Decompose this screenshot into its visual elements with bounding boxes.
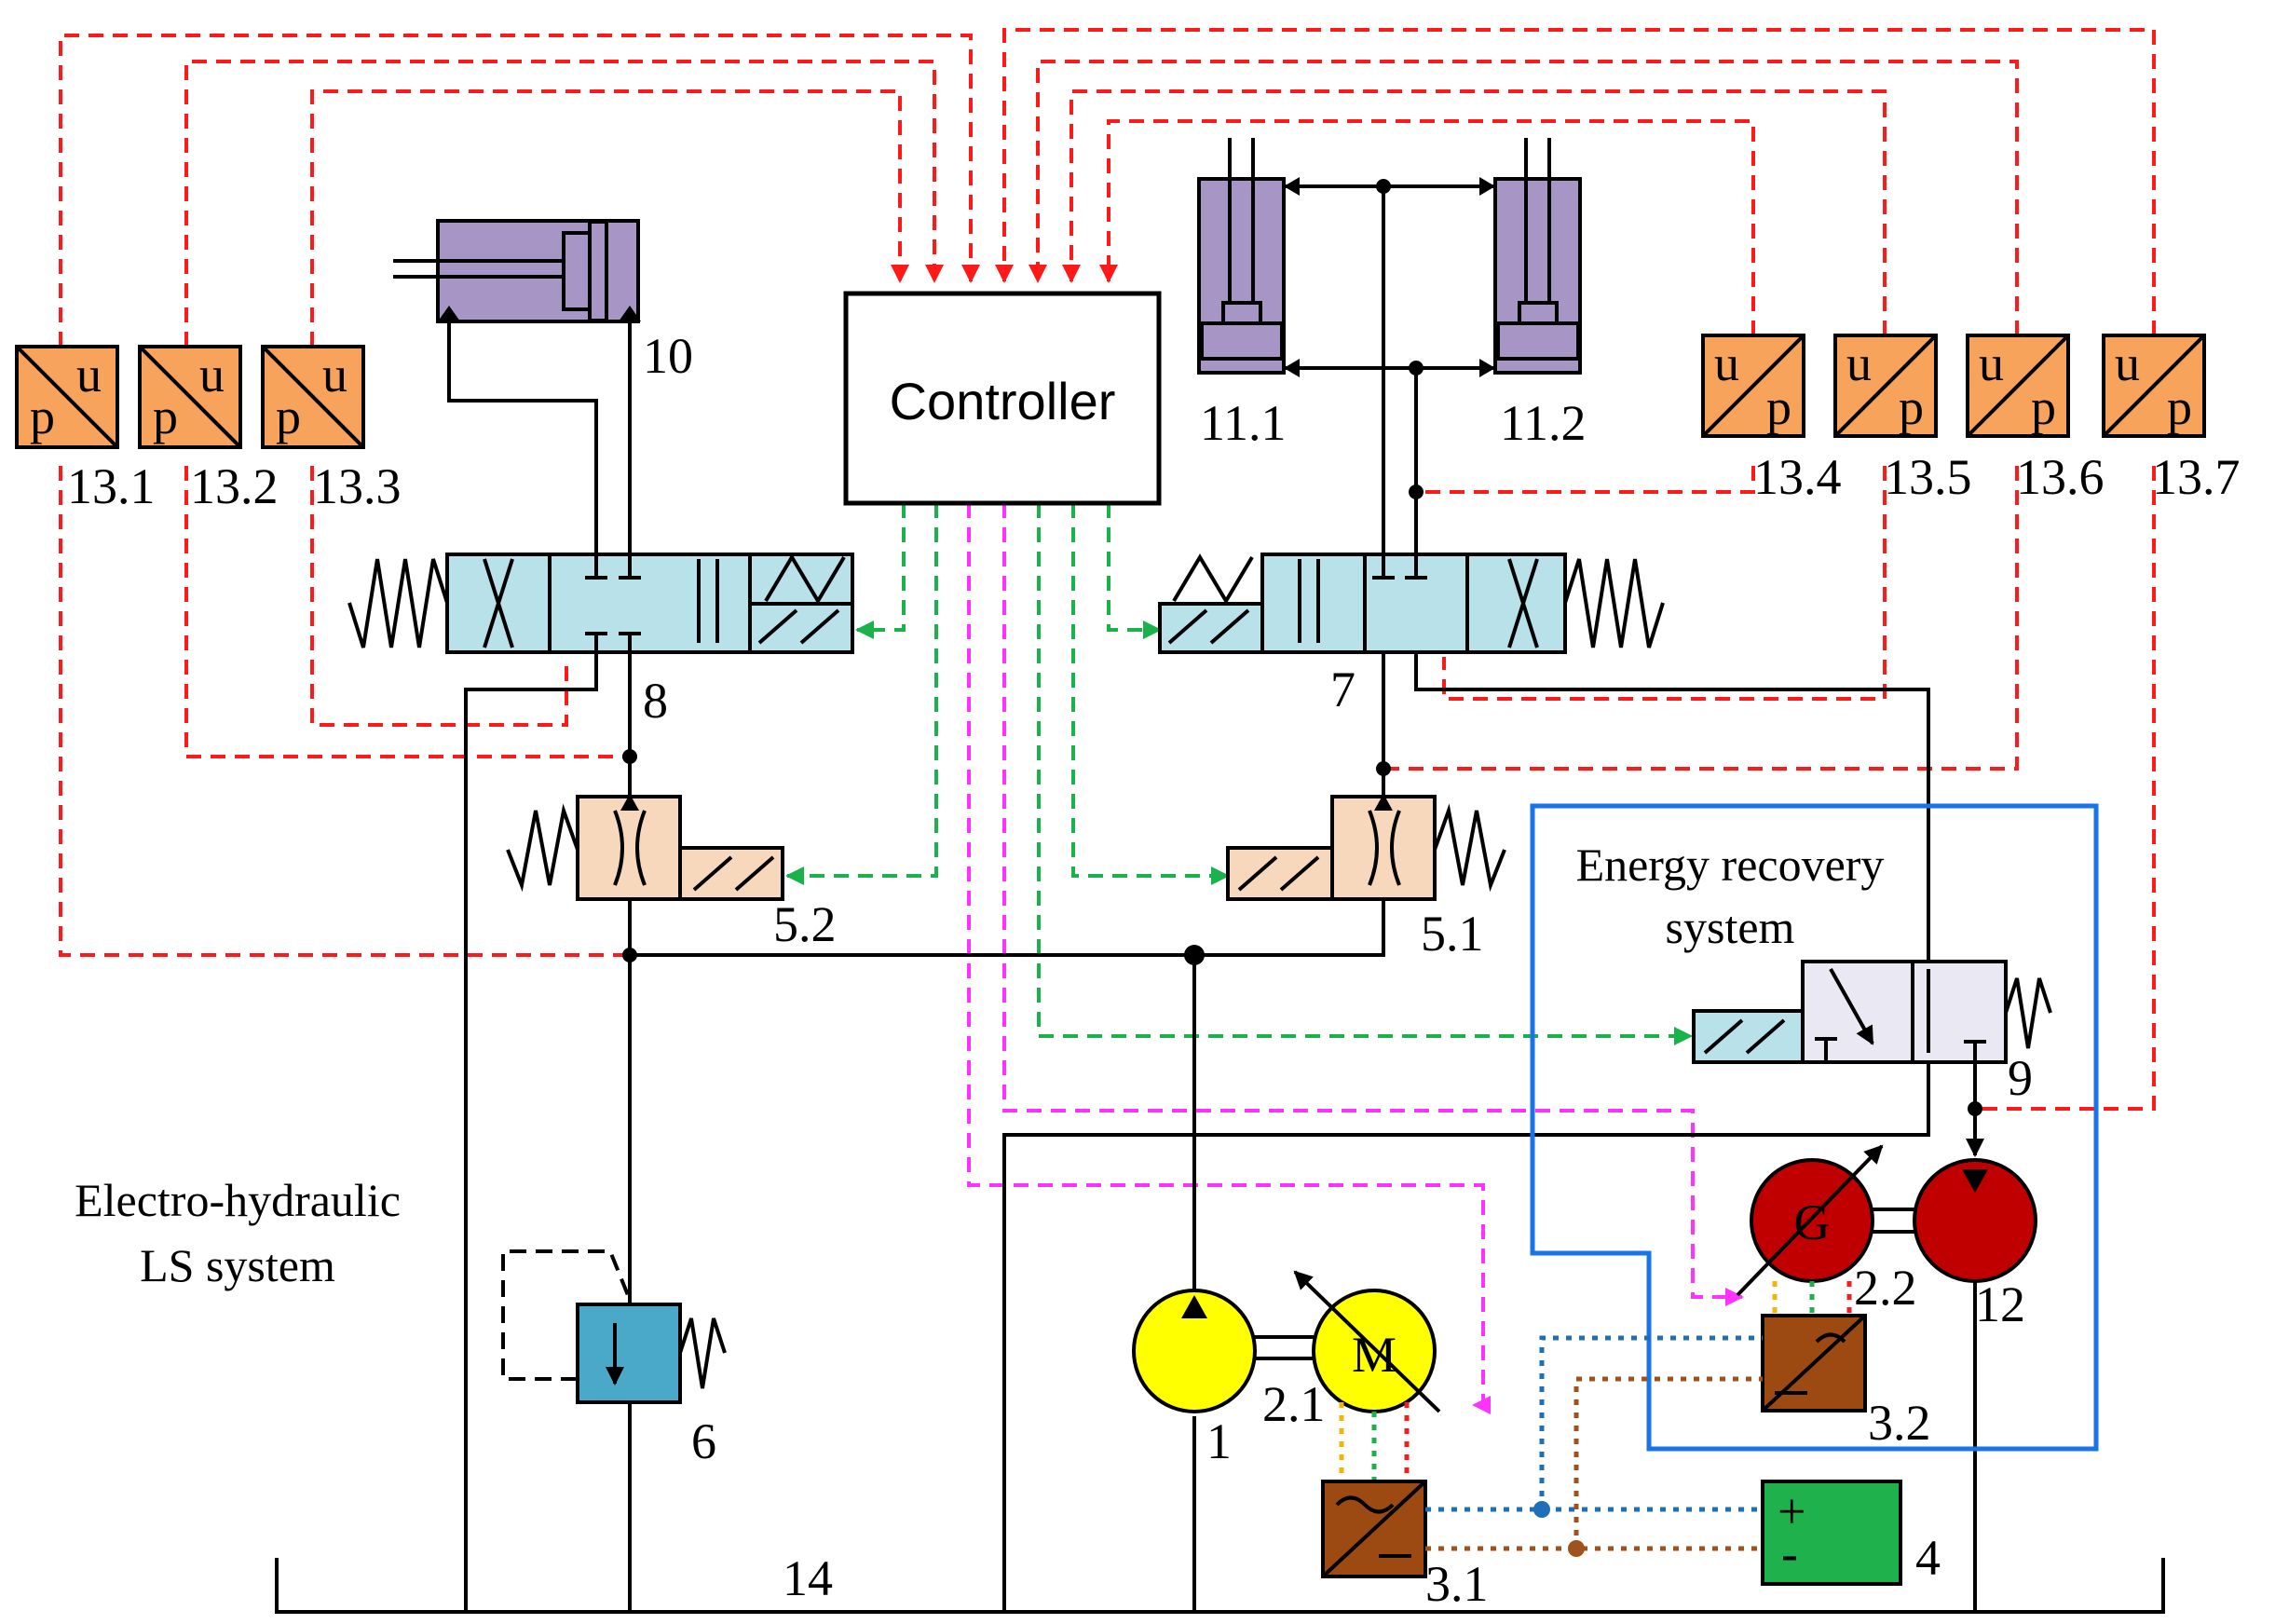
throttle-5-1: 5.1 (1226, 794, 1506, 962)
control-signal-lines (785, 503, 1744, 1414)
energy-label-line1: Energy recovery (1576, 839, 1885, 891)
label-11-1: 11.1 (1200, 395, 1287, 451)
sensor-13-4: u p 13.4 (1701, 334, 1842, 505)
sensors-right: u p 13.4 u p 13.5 u p 13.6 u p 13.7 (1701, 334, 2241, 505)
battery-minus: - (1781, 1525, 1798, 1581)
cylinder-11-1: 11.1 (1197, 138, 1300, 451)
label-13-5: 13.5 (1884, 449, 1972, 505)
label-2-2: 2.2 (1854, 1260, 1917, 1316)
label-12: 12 (1975, 1276, 2025, 1332)
label-13-3: 13.3 (313, 458, 402, 514)
sensor-13-1-bottom: p (30, 389, 55, 444)
label-5-1: 5.1 (1421, 906, 1484, 962)
electrical-links (1425, 1335, 1763, 1557)
label-6: 6 (691, 1413, 716, 1469)
sensor-13-2: u p 13.2 (138, 345, 279, 514)
sensor-13-1-top: u (76, 347, 102, 403)
sensor-13-4-top: u (1714, 335, 1739, 391)
cylinder-10: 10 (393, 219, 693, 384)
ls-label-line2: LS system (140, 1239, 335, 1291)
controller-box: Controller (843, 291, 1162, 506)
generator-2-2: G 2.2 (1736, 1144, 1917, 1316)
energy-recovery-system: Energy recovery system (1530, 803, 2099, 1452)
label-13-2: 13.2 (190, 458, 279, 514)
label-4: 4 (1915, 1530, 1941, 1586)
label-11-2: 11.2 (1500, 395, 1587, 451)
label-3-2: 3.2 (1868, 1395, 1931, 1451)
label-10: 10 (643, 328, 693, 384)
label-14: 14 (783, 1550, 833, 1606)
energy-label-line2: system (1666, 901, 1795, 953)
controller-label: Controller (890, 372, 1116, 430)
sensor-13-5: u p 13.5 (1833, 334, 1972, 505)
converter-3-2: 3.2 (1761, 1281, 1931, 1451)
sensor-13-6-bottom: p (2031, 379, 2056, 435)
throttle-5-2: 5.2 (506, 794, 837, 952)
label-7: 7 (1330, 662, 1355, 717)
sensor-13-5-top: u (1846, 335, 1872, 391)
valve-9: 9 (1692, 960, 2052, 1106)
relief-valve-6: 6 (501, 1249, 727, 1469)
valve-7: 7 (1158, 553, 1665, 717)
sensor-13-7-top: u (2115, 335, 2140, 391)
cylinder-11-2: 11.2 (1479, 138, 1587, 451)
label-13-4: 13.4 (1753, 449, 1842, 505)
label-9: 9 (2008, 1050, 2033, 1106)
sensor-13-3-top: u (322, 347, 347, 403)
valve-8: 8 (347, 553, 854, 729)
label-5-2: 5.2 (773, 896, 837, 952)
motor-2-1: M 2.1 (1262, 1270, 1441, 1432)
sensor-signal-lines (59, 28, 2156, 1111)
sensor-13-6-top: u (1979, 335, 2004, 391)
pump-1: 1 (1132, 1289, 1257, 1469)
battery-4: + - 4 (1761, 1480, 1941, 1586)
label-3-1: 3.1 (1425, 1556, 1489, 1612)
sensor-13-4-bottom: p (1766, 379, 1791, 435)
sensor-13-2-bottom: p (153, 389, 178, 444)
sensor-13-7: u p 13.7 (2102, 334, 2241, 505)
sensor-13-6: u p 13.6 (1966, 334, 2105, 505)
label-1: 1 (1206, 1413, 1232, 1469)
junction-dots (622, 179, 1982, 1116)
label-2-1: 2.1 (1262, 1376, 1326, 1432)
pump-12: 12 (1913, 1158, 2037, 1332)
converter-3-1: 3.1 (1321, 1402, 1489, 1612)
sensor-13-3-bottom: p (276, 389, 301, 444)
sensors-left: u p 13.1 u p 13.2 u p 13.3 (15, 345, 402, 514)
sensor-13-3: u p 13.3 (261, 345, 402, 514)
sensor-13-7-bottom: p (2167, 379, 2192, 435)
sensor-13-5-bottom: p (1899, 379, 1924, 435)
label-13-7: 13.7 (2152, 449, 2241, 505)
sensor-13-2-top: u (199, 347, 225, 403)
ls-label-line1: Electro-hydraulic (75, 1174, 401, 1226)
sensor-13-1: u p 13.1 (15, 345, 156, 514)
label-13-1: 13.1 (67, 458, 156, 514)
label-13-6: 13.6 (2016, 449, 2105, 505)
battery-plus: + (1778, 1483, 1805, 1539)
label-8: 8 (643, 673, 668, 729)
